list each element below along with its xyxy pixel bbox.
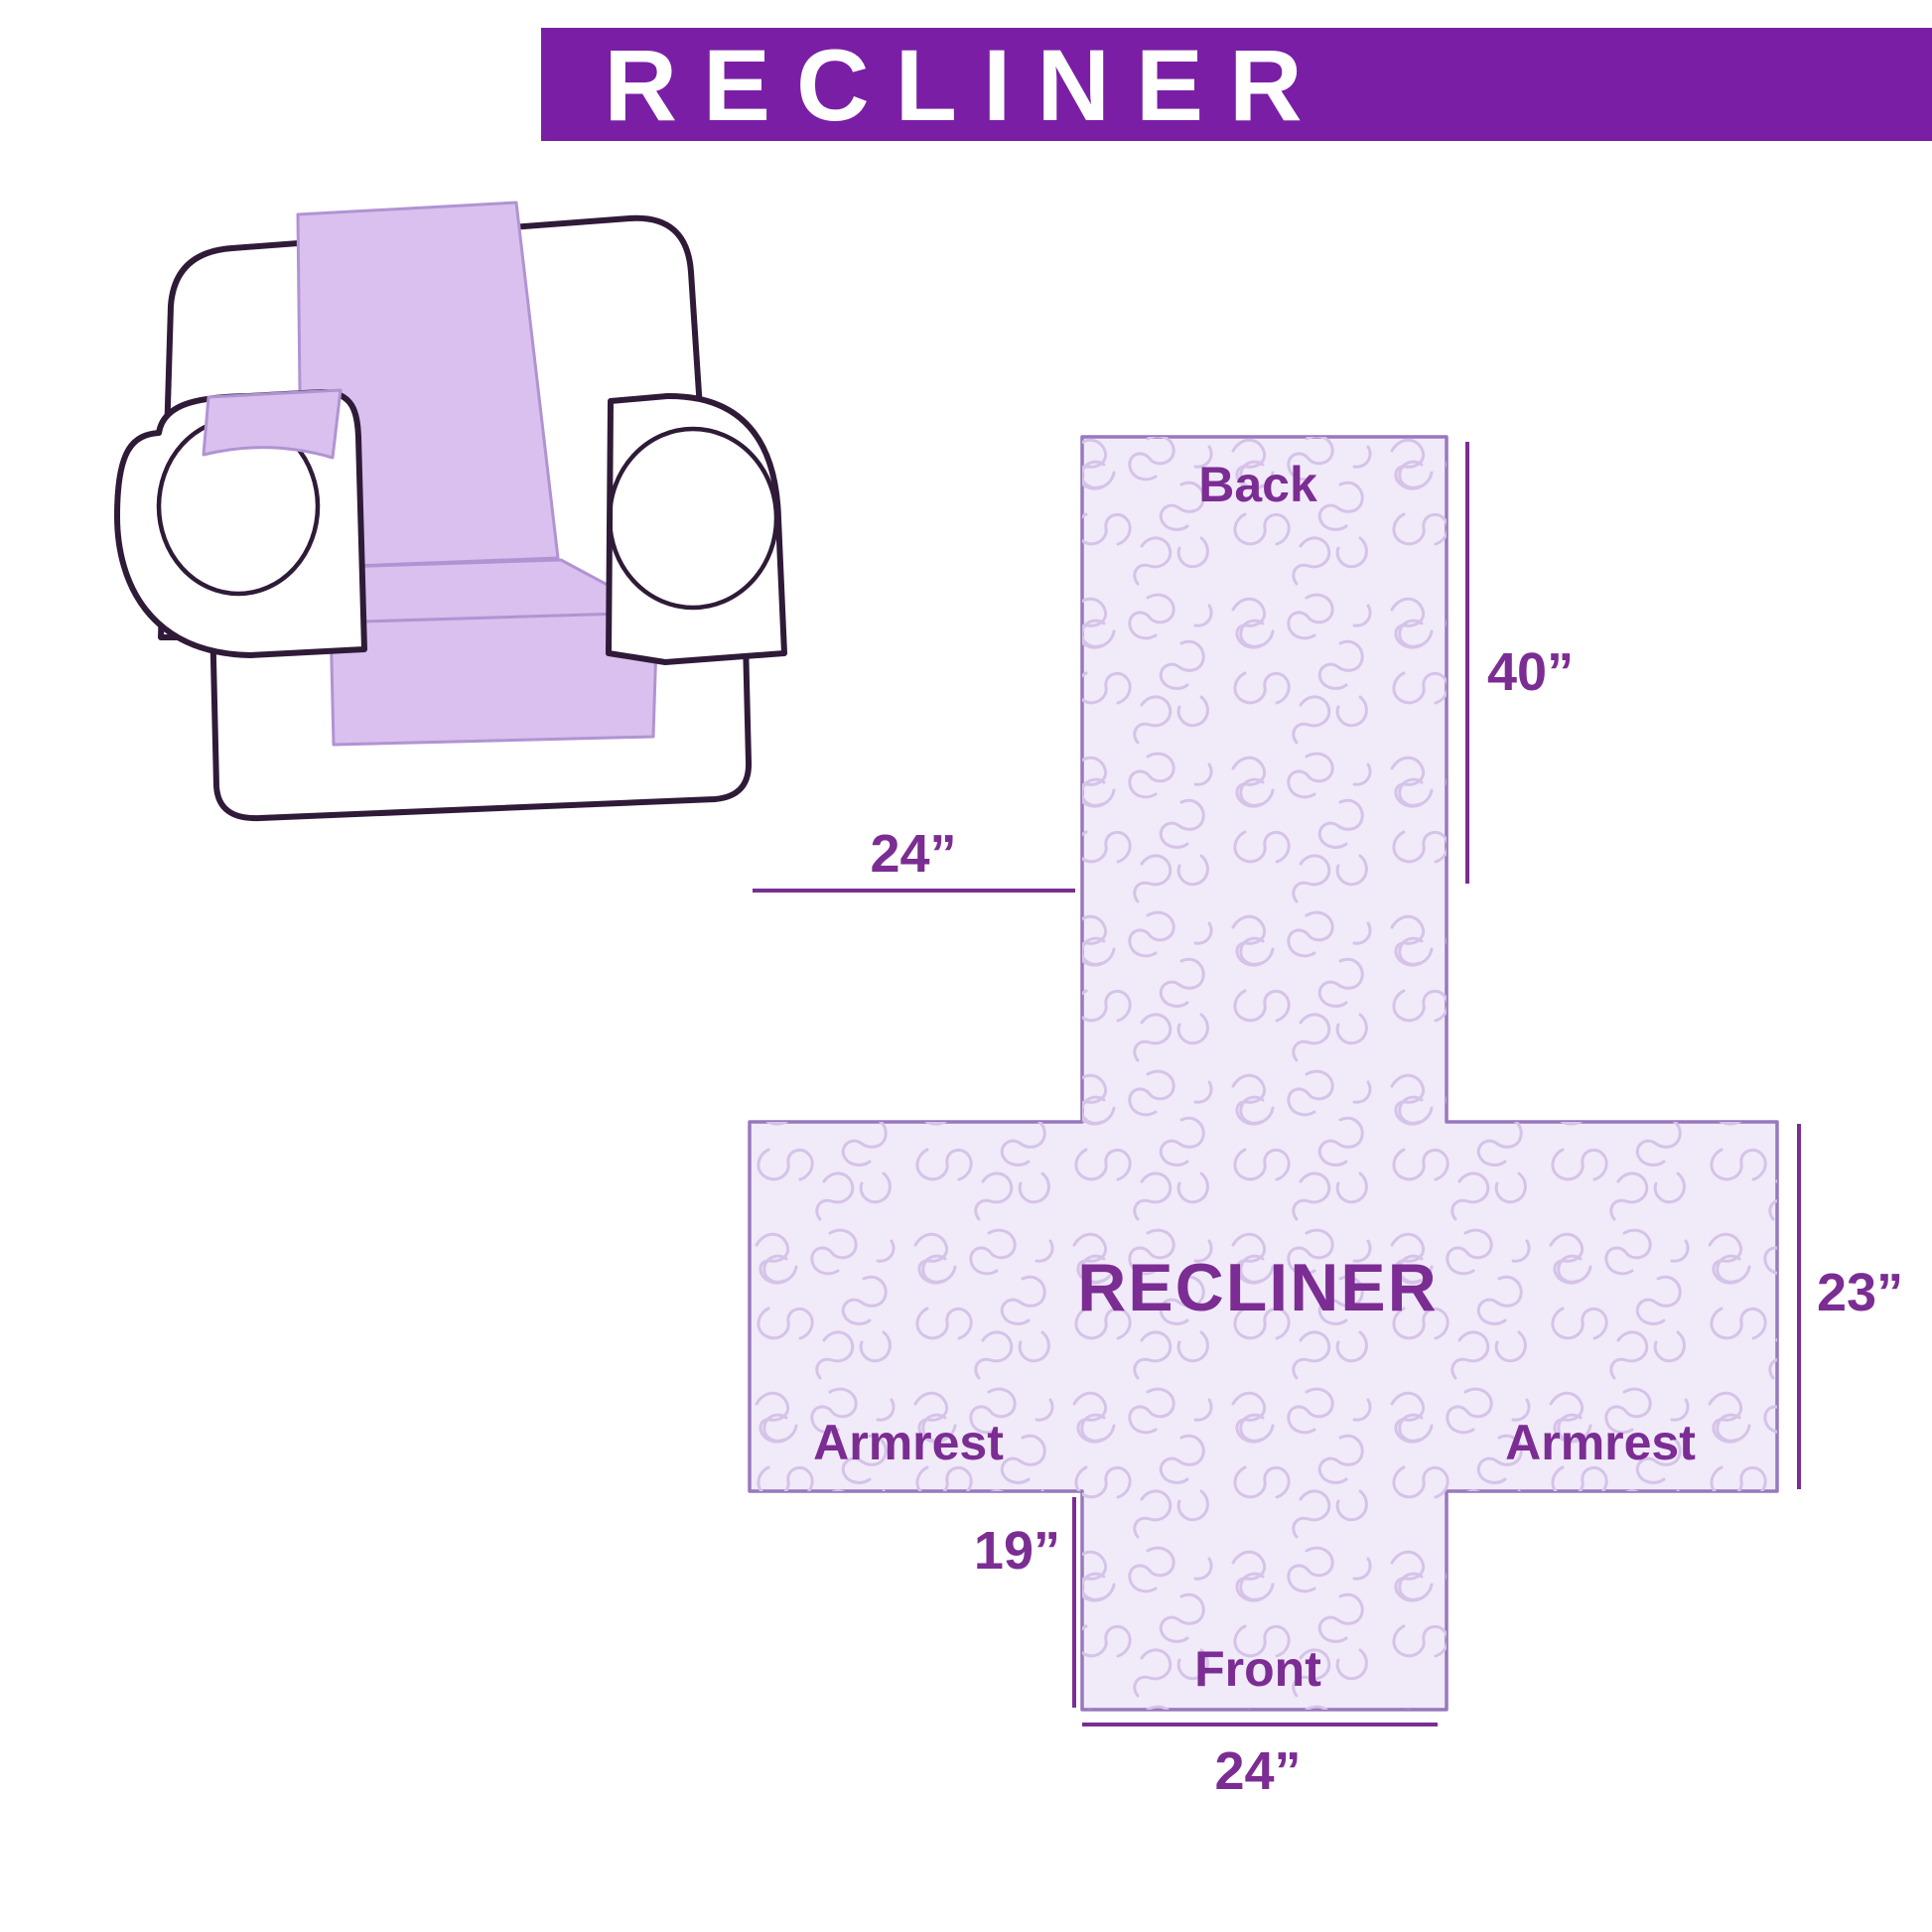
- cover-dimensions-diagram: Back RECLINER Armrest Armrest Front 40” …: [748, 435, 1903, 1801]
- back-section-label: Back: [1198, 457, 1317, 512]
- cover-quilting-texture: [750, 437, 1777, 1710]
- armrest-left-label: Armrest: [813, 1415, 1004, 1470]
- dim-bottom-width: 24”: [1214, 1741, 1301, 1801]
- recliner-chair-illustration: [114, 201, 787, 822]
- center-recliner-label: RECLINER: [1077, 1250, 1439, 1325]
- dim-front-height: 19”: [974, 1521, 1060, 1581]
- dim-back-height: 40”: [1487, 642, 1574, 702]
- header-banner: [541, 28, 1932, 141]
- front-section-label: Front: [1194, 1641, 1321, 1697]
- chair-left-arm-cover: [202, 388, 343, 460]
- chair-seat-edge: [331, 611, 657, 624]
- armrest-right-label: Armrest: [1505, 1415, 1696, 1470]
- chair-right-arm-scroll: [607, 426, 779, 611]
- dim-armrest-height: 23”: [1817, 1263, 1903, 1322]
- dim-top-width: 24”: [870, 824, 956, 884]
- header-title: RECLINER: [604, 29, 1328, 142]
